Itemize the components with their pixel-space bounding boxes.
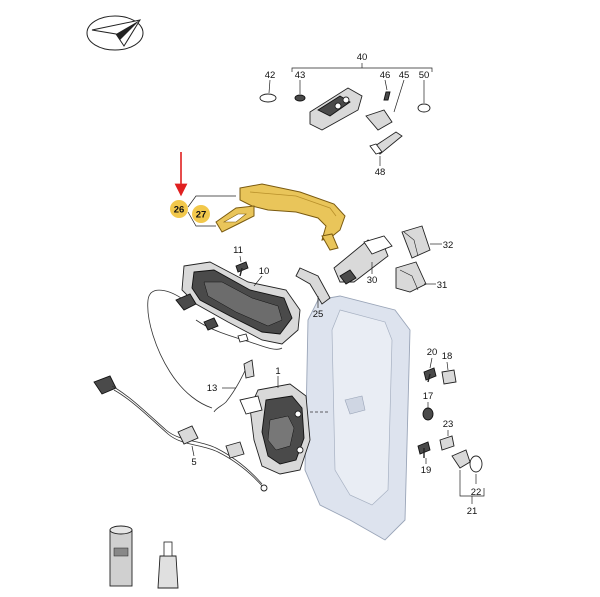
callout-26: 26 (174, 205, 185, 216)
bolt-23 (439, 430, 455, 451)
callout-31: 31 (437, 280, 448, 291)
callout-22: 22 (471, 487, 482, 498)
callout-25: 25 (313, 309, 324, 320)
paper-plane-logo-icon (86, 15, 144, 51)
callout-19: 19 (421, 465, 432, 476)
cable-5 (93, 375, 268, 492)
door-panel (304, 295, 411, 541)
door-lock (239, 376, 311, 475)
callout-43: 43 (295, 70, 306, 81)
callout-10: 10 (259, 266, 270, 277)
callout-27-highlight (192, 205, 210, 223)
callout-11: 11 (233, 245, 243, 256)
lock-cylinder (333, 235, 393, 285)
callout-17: 17 (423, 391, 434, 402)
cable-13 (213, 359, 255, 413)
callout-13: 13 (207, 383, 218, 394)
callout-5: 5 (191, 457, 196, 468)
callout-23: 23 (443, 419, 454, 430)
handle-carrier (181, 261, 301, 345)
callout-20: 20 (427, 347, 438, 358)
callout-46: 46 (380, 70, 391, 81)
grommet-17 (422, 402, 434, 421)
screw-19 (417, 441, 431, 464)
striker-21 (451, 449, 485, 504)
callout-30: 30 (367, 275, 378, 286)
callout-48: 48 (375, 167, 386, 178)
cap-31 (395, 261, 436, 293)
callout-27: 27 (196, 210, 207, 221)
callout-18: 18 (442, 351, 453, 362)
callout-42: 42 (265, 70, 276, 81)
handle-gasket (215, 205, 255, 233)
callout-1: 1 (275, 366, 280, 377)
sealant-tube (157, 541, 179, 589)
callout-32: 32 (443, 240, 454, 251)
callout-26-highlight (170, 200, 188, 218)
seal-25 (295, 267, 331, 308)
clip-18 (441, 361, 457, 385)
callout-21: 21 (467, 506, 478, 517)
screw-20 (423, 357, 437, 383)
door-handle (239, 183, 346, 251)
lubricant-can (109, 525, 133, 587)
callout-50: 50 (419, 70, 430, 81)
screw-11 (235, 255, 249, 277)
cap-32 (401, 225, 442, 259)
callout-45: 45 (399, 70, 410, 81)
callout-40: 40 (357, 52, 368, 63)
key-kit (259, 63, 433, 166)
